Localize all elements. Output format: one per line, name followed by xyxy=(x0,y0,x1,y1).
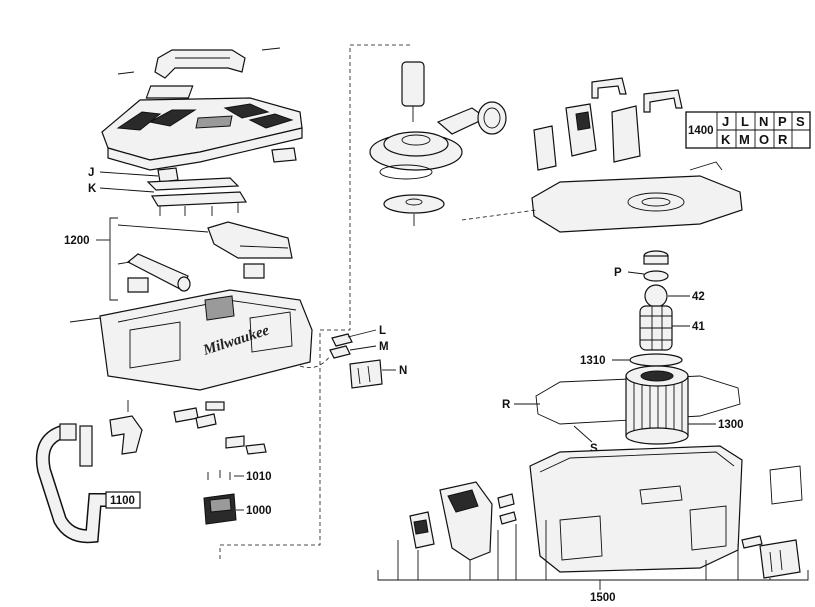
leader-S xyxy=(573,425,593,443)
switch-bracket-parts xyxy=(173,401,267,455)
float-cage xyxy=(639,305,673,351)
label-1000: 1000 xyxy=(246,505,272,517)
leader-K xyxy=(99,187,155,193)
intake-duct xyxy=(436,101,507,135)
power-switch xyxy=(203,493,237,525)
label-S: S xyxy=(590,443,598,455)
control-board xyxy=(533,103,641,171)
tank-side-label xyxy=(769,465,803,505)
locking-nut xyxy=(643,250,669,282)
label-1200: 1200 xyxy=(64,235,90,247)
label-42: 42 xyxy=(692,291,705,303)
label-1500: 1500 xyxy=(590,592,616,604)
kit-cell-P: P xyxy=(778,114,787,129)
label-J: J xyxy=(88,167,94,179)
housing-pin xyxy=(69,317,101,323)
label-41: 41 xyxy=(692,321,705,333)
cartridge-filter xyxy=(625,365,689,445)
small-brackets xyxy=(497,493,517,525)
dashed-link-plate xyxy=(461,209,537,221)
kit-cell-O: O xyxy=(759,132,769,147)
collection-tank xyxy=(529,445,743,573)
label-1100: 1100 xyxy=(110,495,135,507)
hinge-brackets xyxy=(329,333,353,359)
floor-nozzle xyxy=(207,221,293,259)
kit-title: 1400 xyxy=(688,125,714,137)
leader-M xyxy=(349,345,377,351)
label-box-1100 xyxy=(105,491,141,509)
label-1300: 1300 xyxy=(718,419,744,431)
kit-cell-N: N xyxy=(759,114,768,129)
impeller-disc xyxy=(383,194,445,226)
bracket-1500 xyxy=(377,520,809,590)
motor-housing: Milwaukee xyxy=(99,289,313,391)
label-M: M xyxy=(379,341,389,353)
kit-cell-M: M xyxy=(739,132,750,147)
kit-table-1400: 1400 J L N P S K M O R xyxy=(685,111,811,149)
top-lid xyxy=(101,97,303,171)
bracket-1200 xyxy=(109,217,118,301)
kit-cell-L: L xyxy=(741,114,749,129)
tank-seal xyxy=(535,375,741,425)
leader-J xyxy=(99,171,159,177)
kit-cell-R: R xyxy=(778,132,788,147)
gasket xyxy=(629,353,683,367)
label-K: K xyxy=(88,183,97,195)
leader-1200-nozzle xyxy=(117,224,209,233)
kit-cell-K: K xyxy=(721,132,731,147)
side-cover xyxy=(439,481,493,561)
screws-1010 xyxy=(207,470,231,480)
label-N: N xyxy=(399,365,407,377)
lid-handles xyxy=(591,77,683,113)
elbow-fitting xyxy=(109,400,143,455)
label-L: L xyxy=(379,325,386,337)
door-hinge xyxy=(741,535,763,549)
label-1310: 1310 xyxy=(580,355,606,367)
handle-pins xyxy=(117,47,281,75)
extension-wand xyxy=(126,253,191,292)
label-R: R xyxy=(502,399,511,411)
side-latch xyxy=(409,511,435,549)
dashed-boundary-left xyxy=(219,44,410,560)
drawer-door xyxy=(759,539,801,579)
filter-frame xyxy=(146,177,248,216)
leader-P xyxy=(627,271,645,275)
label-plate xyxy=(145,85,194,99)
fan-base xyxy=(369,131,463,180)
dashed-link-N xyxy=(299,355,331,369)
tank-top-plate xyxy=(531,161,743,233)
float-ball xyxy=(644,284,668,308)
carry-handle xyxy=(154,49,246,79)
drain-hose xyxy=(35,423,117,544)
motor xyxy=(401,61,425,122)
accessory-clips xyxy=(127,263,265,293)
leader-1200-wand xyxy=(117,261,131,265)
leader-L xyxy=(347,329,377,338)
side-door xyxy=(349,359,383,389)
kit-cell-S: S xyxy=(796,114,805,129)
kit-cell-J: J xyxy=(722,114,729,129)
label-1010: 1010 xyxy=(246,471,272,483)
label-P: P xyxy=(614,267,622,279)
